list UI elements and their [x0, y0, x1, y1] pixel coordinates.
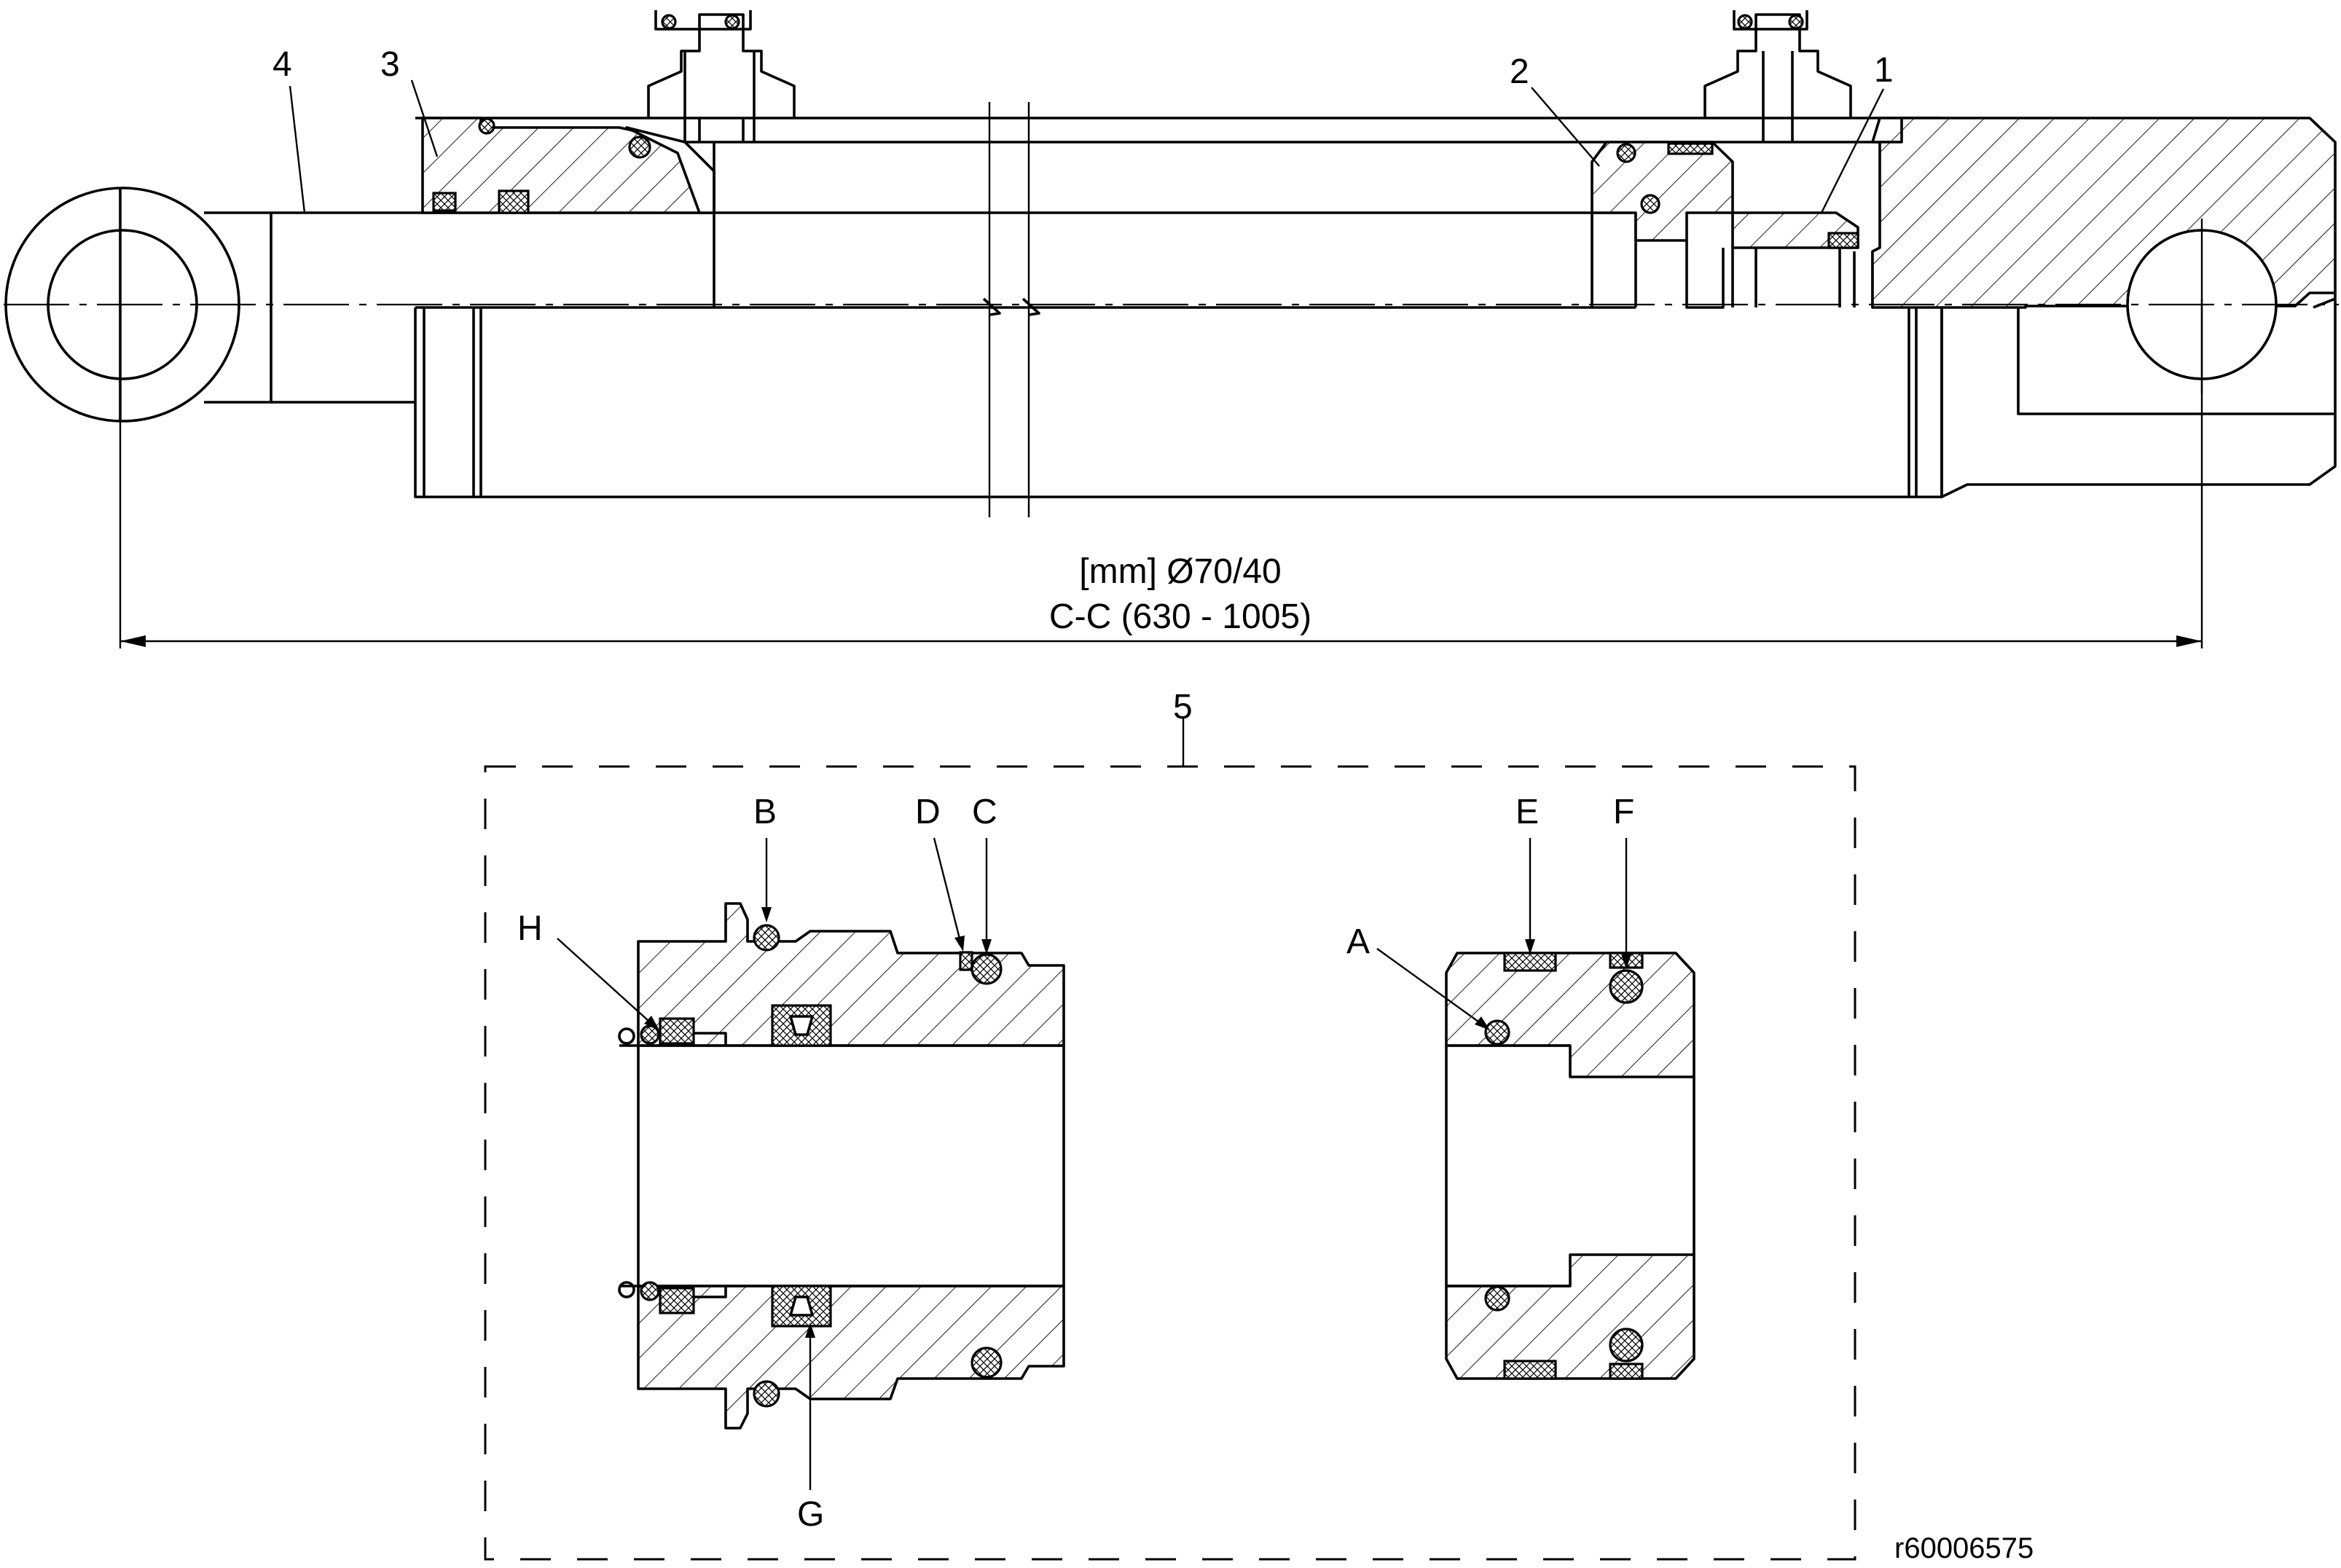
dimension-cc: [mm] Ø70/40 C-C (630 - 1005)	[120, 552, 2202, 647]
cylinder-assembly: [mm] Ø70/40 C-C (630 - 1005) 4 3 2 1	[4, 10, 2339, 648]
seal-leaders	[557, 837, 1631, 1490]
seal-label-f: F	[1613, 793, 1634, 831]
seal-label-g: G	[797, 1495, 824, 1534]
piston-section	[1591, 141, 1734, 242]
seal-label-b: B	[753, 793, 777, 831]
piston-nut	[1685, 211, 1874, 309]
part-label-5: 5	[1173, 688, 1193, 726]
dimension-center-to-center: C-C (630 - 1005)	[1049, 597, 1311, 636]
part-label-2: 2	[1510, 52, 1529, 91]
right-port-fitting	[1703, 10, 1852, 142]
piston-detail	[1445, 952, 1695, 1380]
part-label-3: 3	[380, 45, 400, 84]
left-port-fitting	[647, 10, 796, 142]
seal-label-d: D	[915, 793, 941, 831]
end-cap	[1871, 117, 2337, 498]
seal-label-a: A	[1346, 922, 1370, 961]
dimension-diameter: [mm] Ø70/40	[1079, 552, 1281, 591]
seal-label-e: E	[1515, 793, 1539, 831]
part-label-1: 1	[1874, 51, 1894, 90]
seal-label-c: C	[972, 793, 997, 831]
part-label-4: 4	[272, 45, 292, 84]
seal-kit-boundary	[484, 765, 1856, 1561]
drawing-reference-code: r60006575	[1894, 1532, 2034, 1564]
seal-label-h: H	[517, 909, 543, 948]
seal-kit-detail: 5	[484, 688, 1856, 1561]
gland-detail	[618, 902, 1065, 1430]
gland-section	[421, 117, 715, 307]
part-leaders	[289, 79, 1885, 213]
piston-rod	[271, 211, 1637, 404]
